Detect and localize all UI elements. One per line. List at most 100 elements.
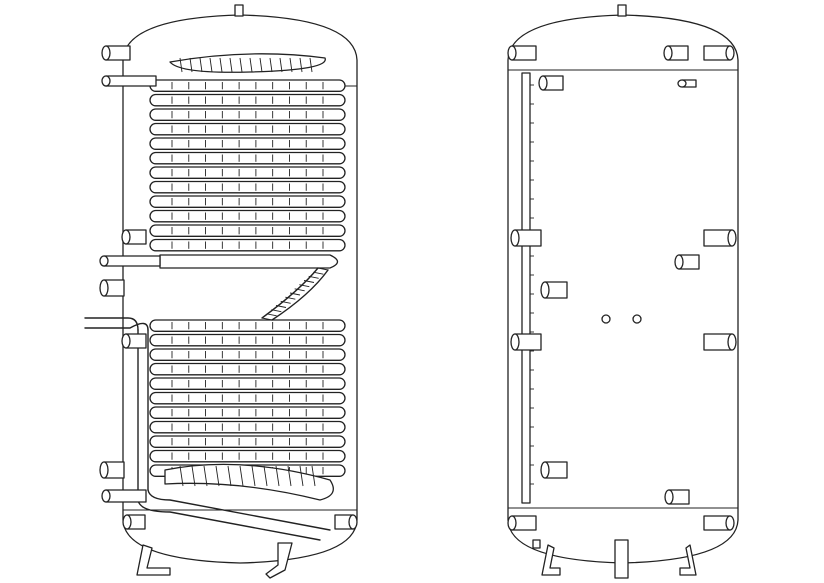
right-drain-valve <box>532 539 541 549</box>
left-lower-coil-bottom-rib <box>251 465 256 487</box>
left-coil-connector-rib <box>308 275 319 279</box>
left-lower-coil-turn <box>149 348 346 361</box>
right-tank-view <box>507 4 739 579</box>
right-nozzles <box>507 45 737 531</box>
right-nozzle-mid-left-3 <box>510 333 542 351</box>
right-nozzle-mid-left-1-end <box>510 229 520 247</box>
left-lower-coil <box>149 319 346 501</box>
left-upper-coil-turn <box>149 122 346 136</box>
left-lower-coil-bottom-rib <box>275 465 280 487</box>
left-coil-connector-rib <box>261 317 273 321</box>
left-feed-pipe <box>137 329 149 501</box>
right-sensor-port-2 <box>632 314 642 324</box>
left-feed-pipe-top <box>84 317 149 331</box>
right-nozzle-top-left <box>507 45 537 61</box>
left-lower-coil-turn <box>149 435 346 448</box>
left-upper-coil-turn <box>149 224 346 237</box>
left-upper-coil-turn <box>149 93 346 107</box>
left-nozzle-bottom-1 <box>122 514 146 530</box>
left-foot-1 <box>136 544 171 576</box>
left-upper-coil-top-rib <box>269 57 273 73</box>
right-nozzle-top-right <box>703 45 735 61</box>
right-top-vent <box>617 4 627 17</box>
left-nozzle-coil-in-body <box>105 75 157 87</box>
left-lower-coil-bottom-rib <box>179 465 184 487</box>
right-nozzle-top-right-end <box>725 45 735 61</box>
left-coil-connector-rib <box>313 271 324 275</box>
right-nozzle-top-mid-end <box>663 45 673 61</box>
left-upper-coil-top-rib <box>239 57 243 73</box>
left-upper-coil-turn <box>149 180 346 194</box>
left-coil-connector-rib <box>271 309 282 313</box>
left-coil-connector-rib <box>317 267 329 271</box>
left-nozzle-coil-in-end <box>101 75 111 87</box>
right-foot-3 <box>679 544 697 576</box>
left-coil-connector-rib <box>280 300 291 304</box>
left-coil-connector-ribs <box>261 267 329 321</box>
right-nozzle-mid-right-2 <box>703 333 737 351</box>
left-top-vent <box>234 4 244 17</box>
left-nozzle-coil-out-end <box>99 255 109 267</box>
left-lower-coil-turn <box>149 420 346 434</box>
left-lower-coil-turn <box>149 319 346 332</box>
right-foot-2 <box>614 539 629 579</box>
left-coil-connector-edge <box>271 269 329 321</box>
left-lower-coil-bottom-rib <box>311 465 316 487</box>
right-nozzle-mid-left-2-end <box>540 281 550 299</box>
left-lower-coil-turn <box>149 449 346 463</box>
left-coil-connector-rib <box>266 313 277 317</box>
left-nozzle-bottom-2 <box>334 514 358 530</box>
left-lower-coil-turn <box>149 362 346 376</box>
left-nozzle-mid-3 <box>121 333 147 349</box>
left-upper-coil <box>149 53 346 269</box>
left-nozzle-mid-1-end <box>121 229 131 245</box>
left-nozzle-mid-1 <box>121 229 147 245</box>
left-upper-coil-turn <box>149 137 346 150</box>
left-foot-2 <box>265 542 293 579</box>
left-coil-connector-rib <box>303 280 315 283</box>
right-nozzle-mid-port <box>674 254 700 270</box>
right-nozzle-low-right <box>664 489 690 505</box>
left-upper-coil-top-rib <box>289 57 293 73</box>
right-sensor-rail <box>521 72 531 504</box>
right-nozzle-small <box>677 79 697 88</box>
left-lower-coil-bottom-rib <box>227 465 232 487</box>
right-nozzle-low-left <box>540 461 568 479</box>
left-coil-connector-rib <box>285 296 296 300</box>
left-upper-coil-top-rib <box>219 57 223 73</box>
left-nozzle-coil-out <box>99 255 161 267</box>
left-upper-coil-top-rib <box>279 57 283 73</box>
left-lower-coil-bottom-rib <box>203 465 208 487</box>
left-lower-coil-bottom-rib <box>215 465 220 487</box>
left-upper-coil-top-rib <box>259 57 263 73</box>
left-lower-coil-turn <box>149 406 346 419</box>
right-nozzle-mid-left-3-end <box>510 333 520 351</box>
left-upper-coil-turn <box>149 209 346 223</box>
right-sensor-rail-ticks <box>530 84 534 485</box>
right-nozzle-bottom-left-end <box>507 515 517 531</box>
right-nozzle-mid-port-end <box>674 254 684 270</box>
left-upper-coil-turn <box>149 238 346 252</box>
left-nozzle-low-1 <box>99 461 125 479</box>
left-nozzle-top-end <box>101 45 111 61</box>
right-nozzle-mid-left-2 <box>540 281 568 299</box>
right-nozzle-mid-right-1-end <box>727 229 737 247</box>
left-nozzle-coil-ret <box>101 489 147 503</box>
left-nozzle-mid-2-end <box>99 279 109 297</box>
left-nozzle-coil-ret-body <box>105 489 147 503</box>
left-side-nozzles <box>99 45 358 530</box>
right-nozzle-mid-right-1 <box>703 229 737 247</box>
left-lower-coil-bottom-rib <box>191 465 196 487</box>
left-upper-coil-top-rib <box>179 57 183 73</box>
right-nozzle-bottom-right-end <box>725 515 735 531</box>
right-nozzle-mid-right-2-end <box>727 333 737 351</box>
left-upper-coil-top-rib <box>299 57 303 73</box>
right-nozzle-mid-left-1 <box>510 229 542 247</box>
right-foot-1 <box>541 544 561 576</box>
left-upper-coil-turn <box>149 166 346 179</box>
left-lower-coil-bottom-rib <box>299 465 304 487</box>
left-coil-connector-rib <box>299 284 310 288</box>
right-nozzle-upper-end <box>538 75 548 91</box>
left-upper-coil-top-rib <box>309 57 313 73</box>
